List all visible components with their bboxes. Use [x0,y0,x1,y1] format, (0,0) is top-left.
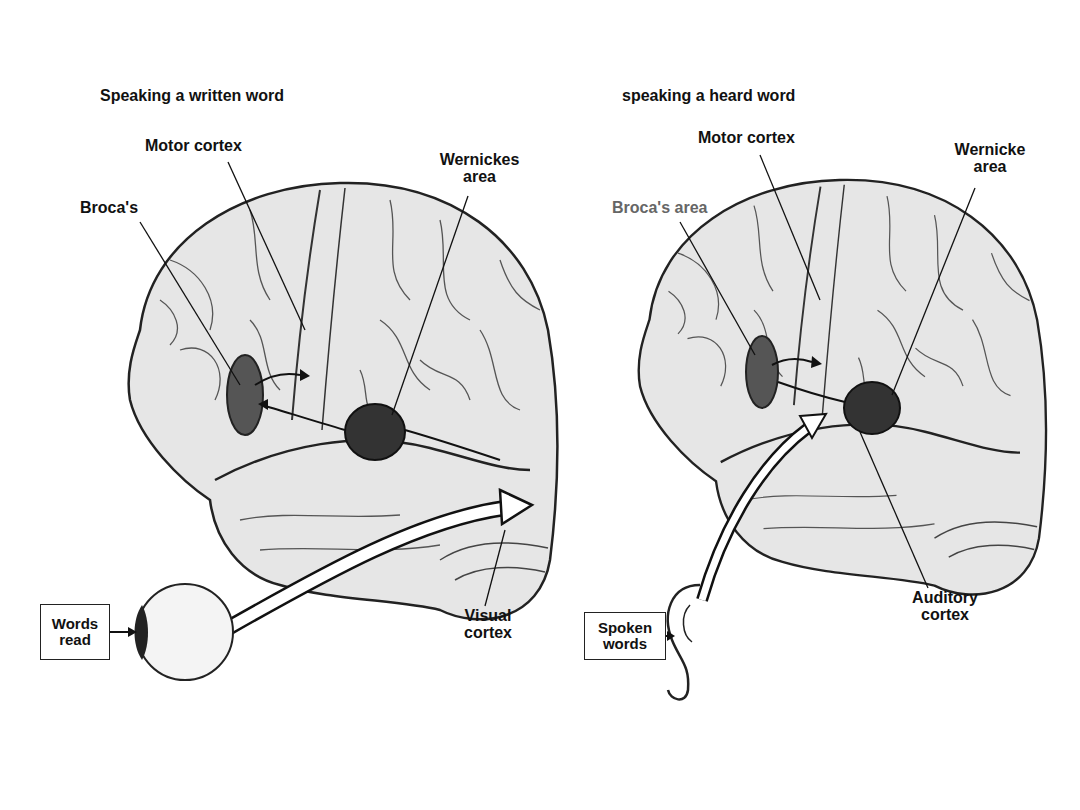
part-label: Motor cortex [145,138,285,155]
box-text: Spoken words [585,620,665,652]
part-label: Motor cortex [698,130,838,147]
ear [668,585,700,699]
arrowhead [667,631,675,641]
ear-detail [683,605,692,642]
eye-lens [135,605,149,660]
wernicke-area [345,404,405,460]
part-label: Broca's area [612,200,762,217]
heading-label: speaking a heard word [622,88,882,105]
part-label: Auditory cortex [905,590,985,624]
part-label: Broca's [80,200,170,217]
part-label: Wernickes area [432,152,527,186]
brain-left [129,183,558,619]
auditory-pathway-arrow [702,428,808,600]
arrowhead [128,627,137,637]
arrowheads [258,356,822,410]
box-text: Words read [41,616,109,648]
wernicke-area [844,382,900,434]
part-label: Wernicke area [945,142,1035,176]
visual-pathway-arrow [228,508,505,628]
broca-area [227,355,263,435]
input-box: Words read [40,604,110,660]
auditory-pathway-arrow [702,428,808,600]
arrowhead [500,490,532,524]
pathway-arrows [255,359,845,460]
visual-pathway-arrow [228,508,505,628]
heading-label: Speaking a written word [100,88,360,105]
eye [137,584,233,680]
arrowhead [800,414,826,438]
brain-right [639,180,1046,595]
leader-lines [140,155,975,606]
part-label: Visual cortex [452,608,524,642]
input-box: Spoken words [584,612,666,660]
